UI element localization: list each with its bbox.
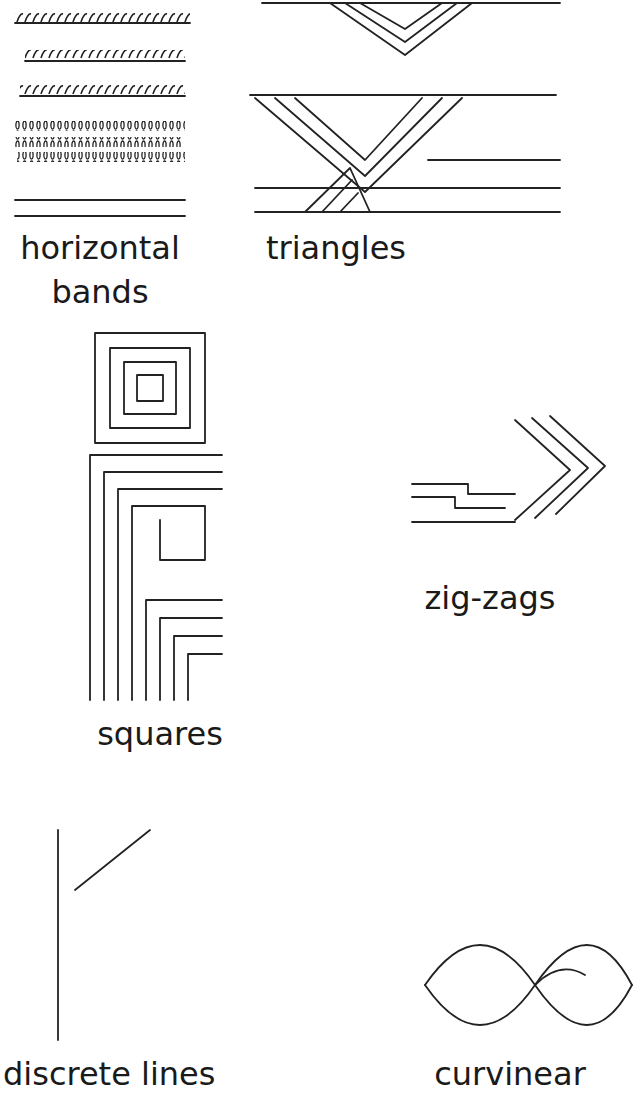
- squares-figure: [90, 333, 222, 700]
- motif-label: horizontal bands: [0, 226, 200, 314]
- curvilinear-figure: [425, 945, 632, 1025]
- horizontal-bands-figure: [15, 12, 190, 216]
- triangles-figure: [250, 3, 560, 212]
- discrete-lines-figure: [58, 830, 150, 1040]
- motif-label: triangles: [236, 226, 436, 270]
- motif-label: squares: [60, 712, 260, 756]
- motif-label: zig-zags: [395, 576, 585, 620]
- motif-label: discrete lines: [3, 1052, 283, 1096]
- motif-label: curvinear: [400, 1052, 620, 1096]
- zig-zags-figure: [412, 416, 605, 522]
